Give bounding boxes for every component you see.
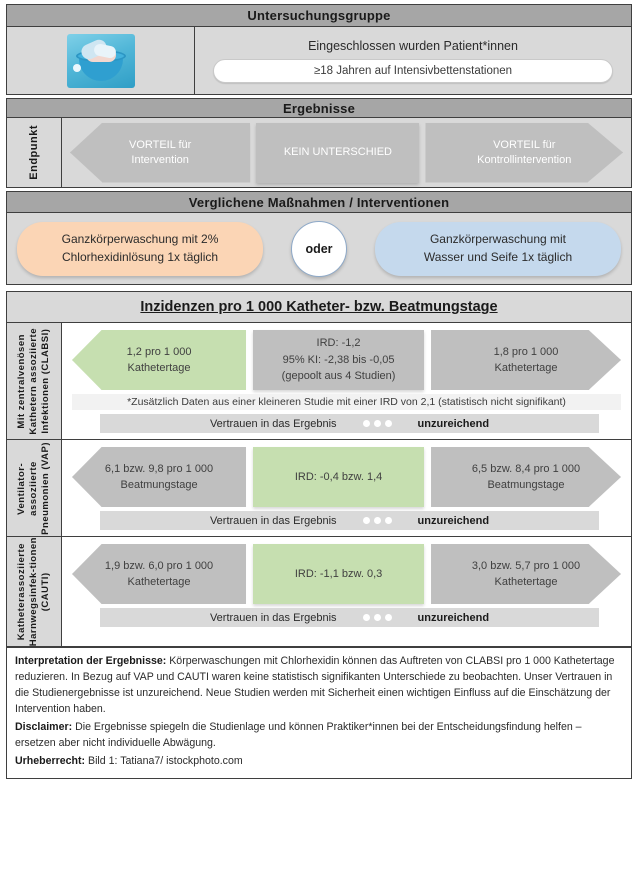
study-group-body: Eingeschlossen wurden Patient*innen ≥18 …	[6, 27, 632, 95]
endpoint-no-difference: KEIN UNTERSCHIED	[256, 122, 420, 183]
results-side-label-cell: Endpunkt	[7, 118, 62, 187]
confidence-dots-icon	[362, 420, 392, 427]
confidence-label: Vertrauen in das Ergebnis	[209, 417, 337, 430]
incidences-title: Inzidenzen pro 1 000 Katheter- bzw. Beat…	[140, 299, 498, 315]
incidence-effect-value: IRD: -1,1 bzw. 0,3	[253, 544, 425, 604]
confidence-label: Vertrauen in das Ergebnis	[209, 514, 337, 527]
study-group-title: Untersuchungsgruppe	[6, 4, 632, 27]
incidence-effect-value: IRD: -0,4 bzw. 1,4	[253, 447, 425, 507]
confidence-dot	[384, 517, 392, 524]
results-side-label: Endpunkt	[28, 125, 40, 180]
confidence-dots-icon	[362, 517, 392, 524]
incidences-title-bar: Inzidenzen pro 1 000 Katheter- bzw. Beat…	[7, 292, 631, 323]
confidence-dot	[362, 420, 370, 427]
section-study-group: Untersuchungsgruppe Eingeschlossen wurde…	[6, 4, 632, 95]
interventions-body: Ganzkörperwaschung mit 2%Chlorhexidinlös…	[6, 213, 632, 285]
study-group-criteria-pill: ≥18 Jahren auf Intensivbettenstationen	[213, 58, 613, 83]
confidence-verdict: unzureichend	[417, 611, 490, 624]
study-group-population: Eingeschlossen wurden Patient*innen	[308, 38, 518, 53]
intervention-box: Ganzkörperwaschung mit 2%Chlorhexidinlös…	[17, 221, 263, 276]
disclaimer-label: Disclaimer:	[15, 720, 73, 733]
interpretation-text: Körperwaschungen mit Chlorhexidin können…	[15, 655, 615, 715]
interpretation-paragraph: Interpretation der Ergebnisse: Körperwas…	[15, 654, 623, 718]
section-incidences: Inzidenzen pro 1 000 Katheter- bzw. Beat…	[6, 291, 632, 649]
water-drop-icon	[72, 63, 81, 72]
disclaimer-paragraph: Disclaimer: Die Ergebnisse spiegeln die …	[15, 720, 623, 752]
confidence-dot	[384, 420, 392, 427]
study-group-text: Eingeschlossen wurden Patient*innen ≥18 …	[195, 27, 631, 94]
results-title: Ergebnisse	[6, 98, 632, 118]
or-connector: oder	[291, 220, 347, 277]
confidence-verdict: unzureichend	[417, 417, 490, 430]
confidence-label: Vertrauen in das Ergebnis	[209, 611, 337, 624]
confidence-dot	[373, 517, 381, 524]
confidence-dots-icon	[362, 614, 392, 621]
disclaimer-text: Die Ergebnisse spiegeln die Studienlage …	[15, 720, 582, 749]
confidence-bar: Vertrauen in das Ergebnis unzureichend	[100, 608, 599, 627]
confidence-dot	[362, 517, 370, 524]
copyright-paragraph: Urheberrecht: Bild 1: Tatiana7/ istockph…	[15, 754, 623, 770]
confidence-dot	[384, 614, 392, 621]
confidence-dot	[373, 420, 381, 427]
interpretation-label: Interpretation der Ergebnisse:	[15, 655, 167, 668]
confidence-bar: Vertrauen in das Ergebnis unzureichend	[100, 511, 599, 530]
wash-basin-image	[66, 33, 135, 88]
confidence-dot	[362, 614, 370, 621]
study-group-image-cell	[7, 27, 195, 94]
footer-notes: Interpretation der Ergebnisse: Körperwas…	[6, 648, 632, 780]
copyright-text: Bild 1: Tatiana7/ istockphoto.com	[85, 754, 243, 767]
confidence-verdict: unzureichend	[417, 514, 490, 527]
confidence-dot	[373, 614, 381, 621]
section-interventions: Verglichene Maßnahmen / Interventionen G…	[6, 191, 632, 285]
interventions-title: Verglichene Maßnahmen / Interventionen	[6, 191, 632, 213]
incidence-footnote: *Zusätzlich Daten aus einer kleineren St…	[72, 394, 621, 410]
confidence-bar: Vertrauen in das Ergebnis unzureichend	[100, 414, 599, 433]
copyright-label: Urheberrecht:	[15, 754, 86, 767]
